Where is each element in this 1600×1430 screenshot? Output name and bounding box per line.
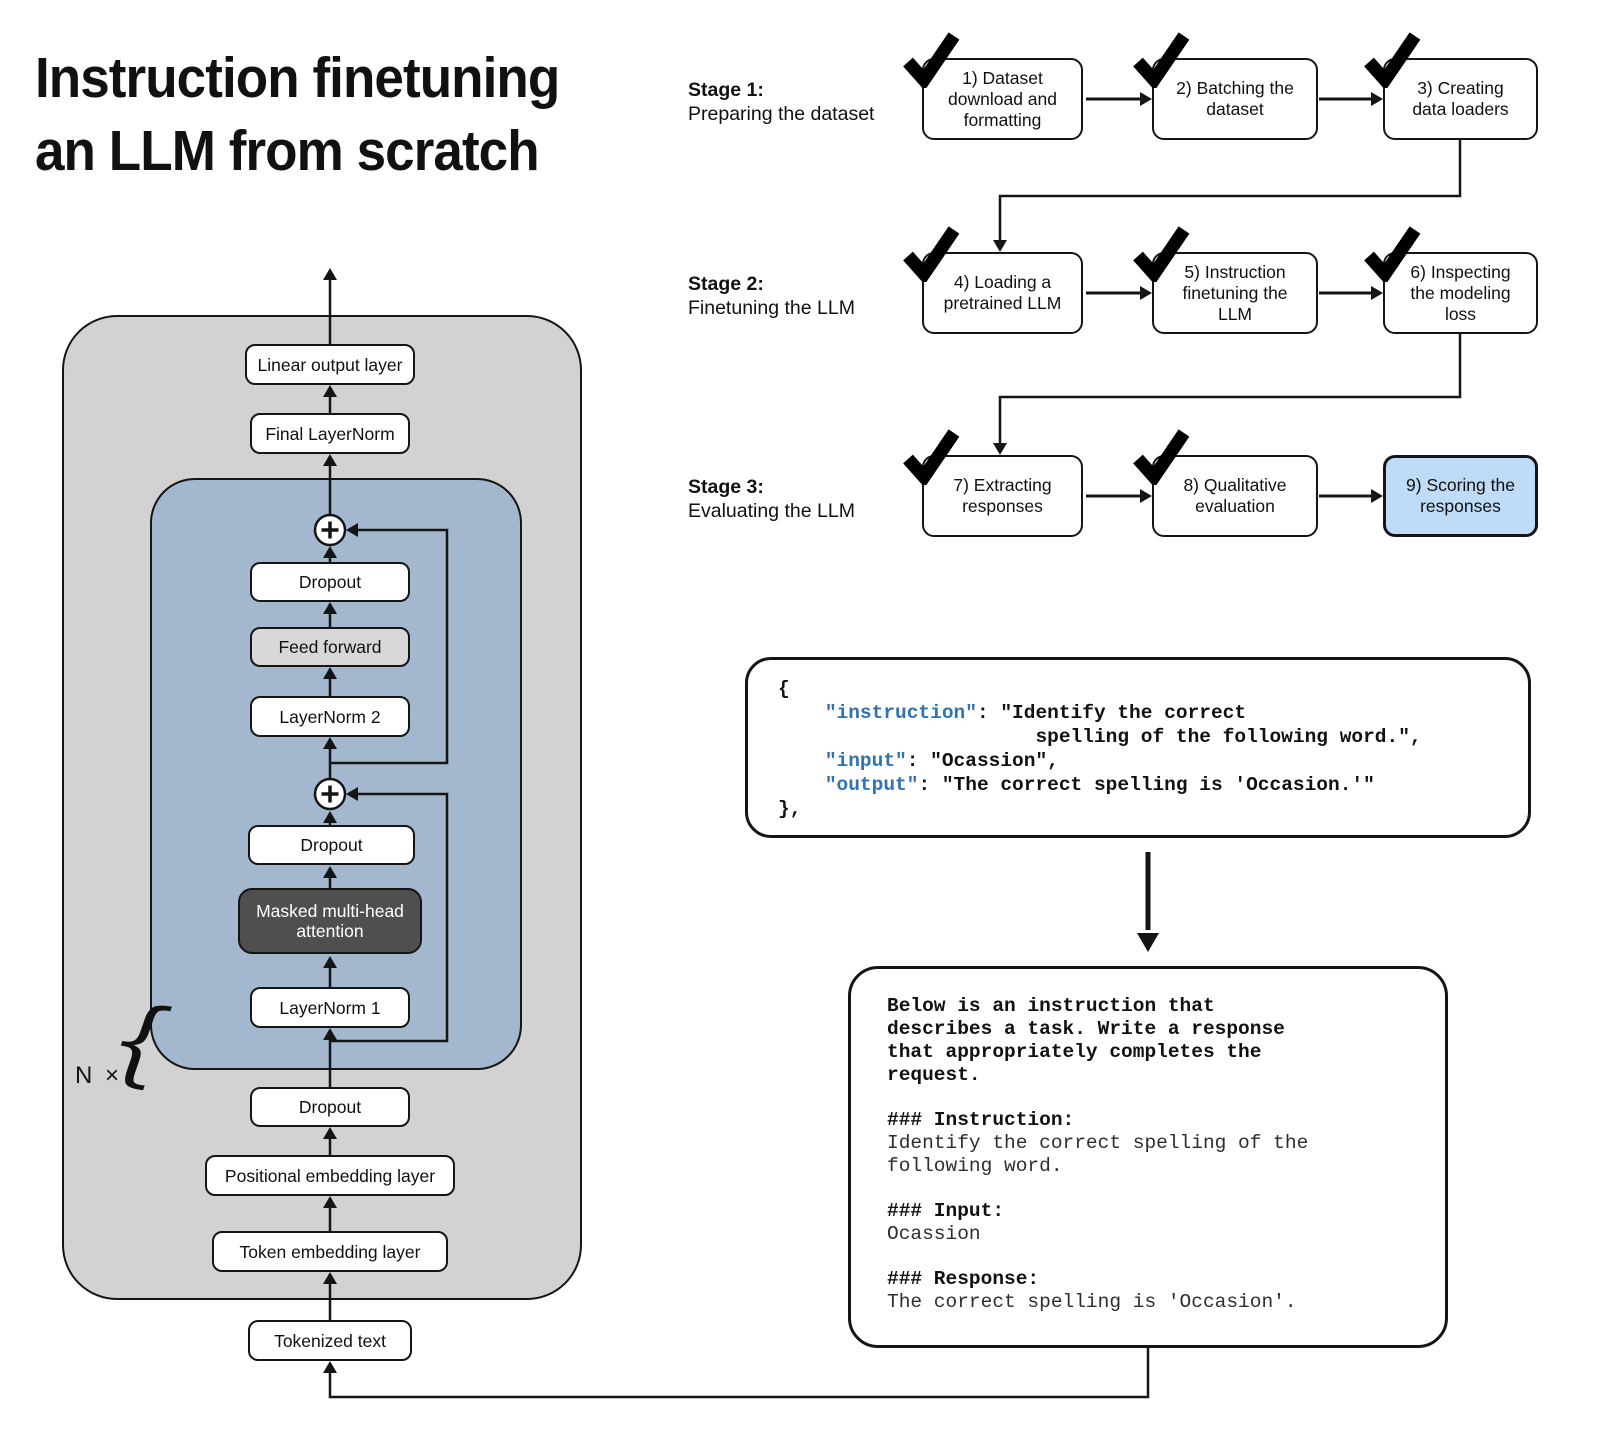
check-icon (1364, 226, 1421, 282)
arch-box-positional-embedding-layer: Positional embedding layer (205, 1155, 455, 1196)
json-key-input: "input" (824, 750, 907, 772)
repeat-count-label: N × (75, 1062, 123, 1089)
prompt-instruction-header: ### Instruction: (887, 1109, 1075, 1131)
prompt-response-header: ### Response: (887, 1268, 1040, 1290)
page-title: Instruction finetuning an LLM from scrat… (35, 42, 560, 188)
arch-box-dropout-bottom: Dropout (250, 1087, 410, 1127)
check-icon (903, 429, 960, 485)
json-to-prompt-arrow (1137, 852, 1159, 952)
arch-box-final-layernorm: Final LayerNorm (250, 413, 410, 454)
flow-box-7-extracting-responses: 7) Extracting responses (903, 429, 1083, 537)
json-key-instruction: "instruction" (824, 702, 977, 724)
prompt-to-model-feedback-line (323, 1348, 1150, 1399)
arch-box-masked-multi-head-attention: Masked multi-head attention (238, 888, 422, 954)
check-icon (903, 226, 960, 282)
json-line-instruction-cont: spelling of the following word.", (778, 726, 1422, 748)
flow-box-5-instruction-finetuning: 5) Instruction finetuning the LLM (1133, 226, 1318, 334)
json-line-close: }, (778, 798, 802, 820)
title-line-2: an LLM from scratch (35, 118, 540, 183)
stage-3-label: Stage 3: Evaluating the LLM (688, 476, 855, 522)
flow-box-3-creating-data-loaders: 3) Creating data loaders (1364, 32, 1538, 140)
arch-box-dropout-mid: Dropout (248, 825, 415, 865)
check-icon (1364, 32, 1421, 88)
flow-box-4-loading-pretrained-llm: 4) Loading a pretrained LLM (903, 226, 1083, 334)
json-example-box: { "instruction": "Identify the correct s… (745, 657, 1531, 838)
flow-box-9-scoring-responses: 9) Scoring the responses (1383, 455, 1538, 537)
prompt-instruction-text: Identify the correct spelling of the fol… (887, 1132, 1309, 1177)
flow-box-2-batching-dataset: 2) Batching the dataset (1133, 32, 1318, 140)
check-icon (1133, 32, 1190, 88)
json-line-input: "input": "Ocassion", (824, 750, 1059, 772)
json-line-output: "output": "The correct spelling is 'Occa… (824, 774, 1375, 796)
prompt-input-text: Ocassion (887, 1223, 981, 1245)
flow-box-6-inspecting-modeling-loss: 6) Inspecting the modeling loss (1364, 226, 1538, 334)
title-line-1: Instruction finetuning (35, 46, 560, 110)
arch-box-layernorm-2: LayerNorm 2 (250, 696, 410, 737)
json-key-output: "output" (824, 774, 919, 796)
stage-1-label: Stage 1: Preparing the dataset (688, 79, 875, 125)
flow-box-1-dataset-download: 1) Dataset download and formatting (903, 32, 1083, 140)
prompt-intro: Below is an instruction that describes a… (887, 995, 1285, 1086)
check-icon (1133, 429, 1190, 485)
arch-box-dropout-top: Dropout (250, 562, 410, 602)
check-icon (903, 32, 960, 88)
json-line-open: { (778, 678, 790, 700)
arch-box-feed-forward: Feed forward (250, 627, 410, 667)
prompt-input-header: ### Input: (887, 1200, 1005, 1222)
prompt-response-text: The correct spelling is 'Occasion'. (887, 1291, 1297, 1313)
arch-box-layernorm-1: LayerNorm 1 (250, 987, 410, 1028)
arch-box-tokenized-text: Tokenized text (248, 1320, 412, 1361)
stage-2-label: Stage 2: Finetuning the LLM (688, 273, 855, 319)
arch-box-token-embedding-layer: Token embedding layer (212, 1231, 448, 1272)
check-icon (1133, 226, 1190, 282)
formatted-prompt-box: Below is an instruction that describes a… (848, 966, 1448, 1348)
json-line-instruction: "instruction": "Identify the correct (824, 702, 1247, 724)
arch-box-linear-output-layer: Linear output layer (245, 344, 415, 385)
flow-box-8-qualitative-evaluation: 8) Qualitative evaluation (1133, 429, 1318, 537)
